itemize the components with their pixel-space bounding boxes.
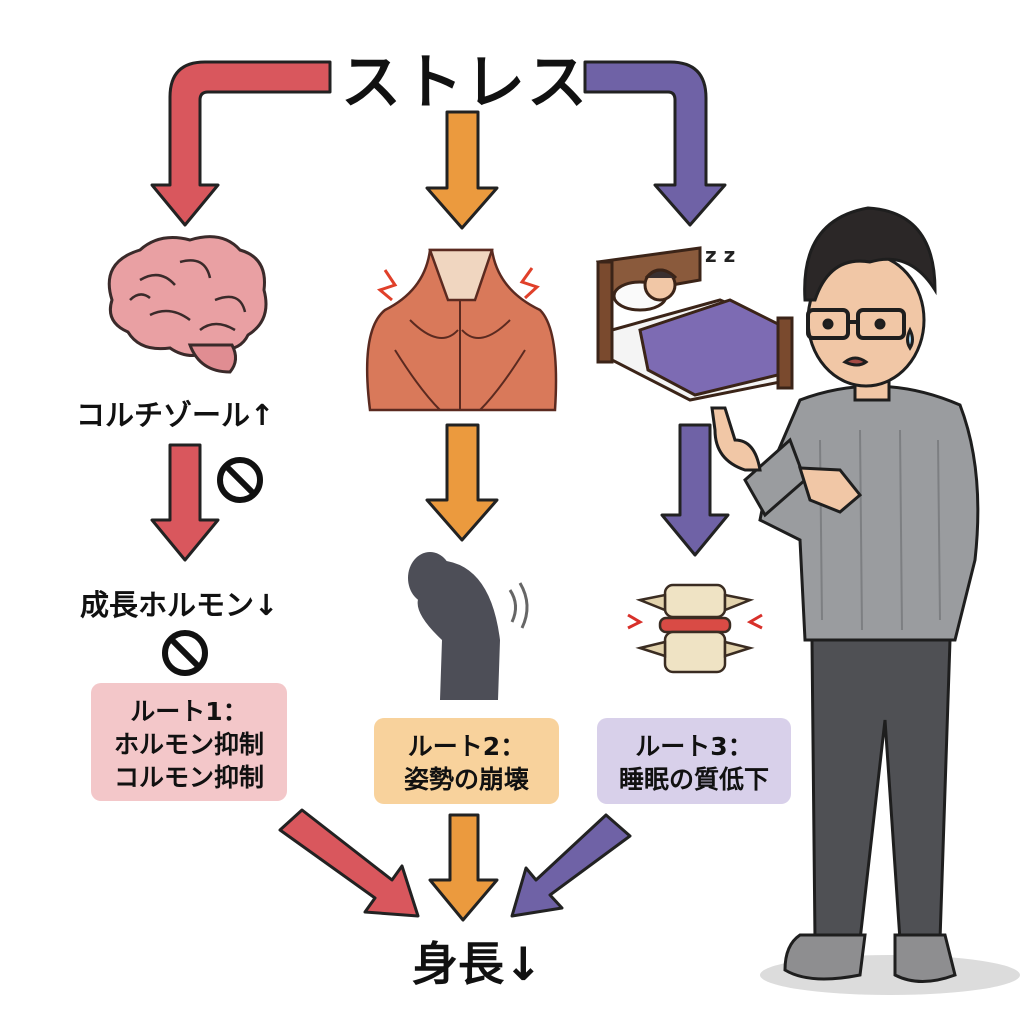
slouch-silhouette-icon	[408, 552, 529, 700]
svg-text:z z: z z	[705, 243, 735, 267]
height-down-arrow: ↓	[504, 937, 543, 991]
brain-icon	[107, 235, 268, 374]
no-symbol-icon	[162, 630, 208, 676]
arrow-orange-top	[425, 110, 499, 230]
arrow-purple-bottom	[510, 813, 632, 918]
arrow-purple-top	[583, 60, 727, 227]
arrow-purple-mid	[660, 423, 730, 557]
route1-title: ルート1：	[130, 697, 248, 726]
arrow-orange-bottom	[428, 813, 499, 922]
worried-man-figure	[710, 206, 1020, 995]
back-muscles-icon	[365, 248, 558, 412]
route1-line2: ホルモン抑制	[113, 730, 264, 759]
title-stress: ストレス	[341, 48, 589, 118]
arrow-red-bottom	[278, 808, 420, 918]
route2-line2: 姿勢の崩壊	[403, 765, 529, 794]
arrow-red-mid	[150, 443, 220, 562]
route1-line3: コルモン抑制	[113, 763, 264, 792]
bed-sleeper-icon: z z	[595, 243, 794, 402]
arrow-orange-mid	[425, 423, 499, 542]
route3-line2: 睡眠の質低下	[618, 765, 769, 794]
spine-disc-icon	[627, 583, 763, 674]
height-text: 身長	[412, 937, 504, 991]
route2-box: ルート2： 姿勢の崩壊	[374, 718, 559, 804]
cortisol-up-arrow: ↑	[250, 398, 275, 432]
no-symbol-icon	[217, 457, 263, 503]
cortisol-label: コルチゾール↑	[76, 392, 274, 434]
growth-hormone-down-arrow: ↓	[254, 588, 279, 622]
route2-title: ルート2：	[407, 732, 526, 761]
route3-title: ルート3：	[635, 732, 753, 761]
route3-box: ルート3： 睡眠の質低下	[597, 718, 791, 804]
height-result-label: 身長↓	[412, 928, 543, 994]
arrow-red-top	[150, 60, 332, 227]
route1-box: ルート1： ホルモン抑制 コルモン抑制	[91, 683, 287, 801]
growth-hormone-text: 成長ホルモン	[80, 588, 255, 622]
cortisol-text: コルチゾール	[76, 398, 251, 432]
growth-hormone-label: 成長ホルモン↓	[80, 582, 278, 624]
